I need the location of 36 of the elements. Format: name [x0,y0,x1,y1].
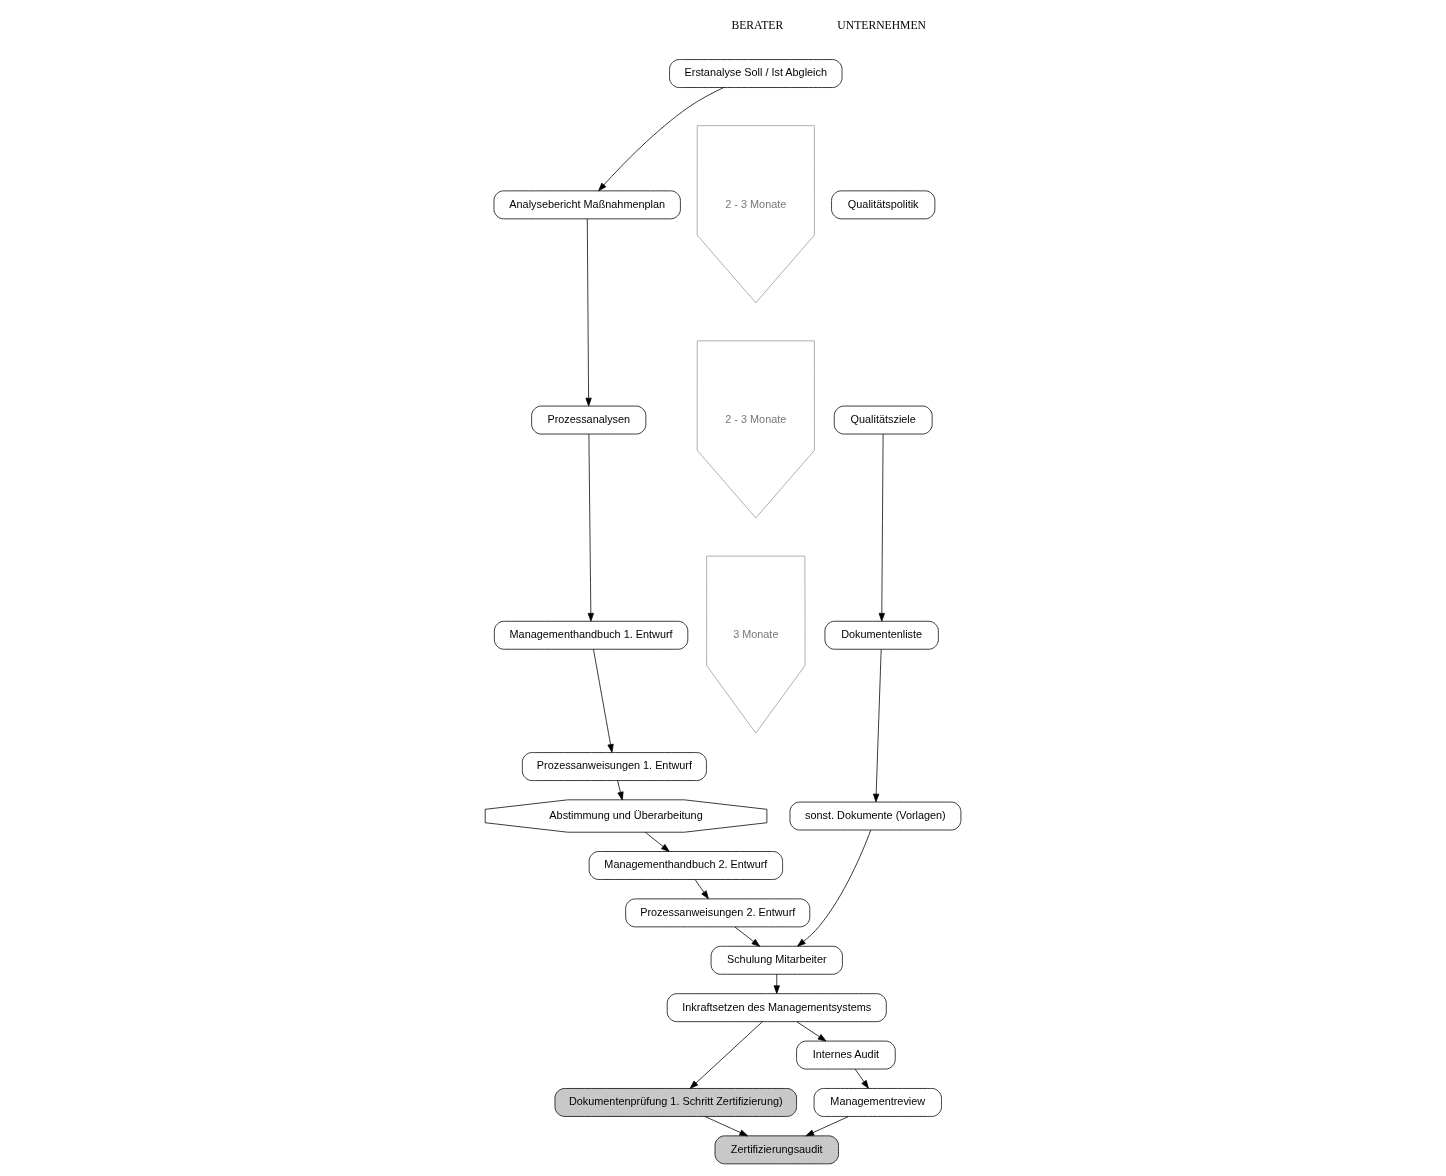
arrow [617,780,624,801]
node-box: sonst. Dokumente (Vorlagen) [789,801,962,831]
node-box: Analysebericht Maßnahmenplan [493,190,681,220]
node-box: Erstanalyse Soll / Ist Abgleich [669,59,843,88]
node-box: Dokumentenprüfung 1. Schritt Zertifizierung) [554,1088,797,1117]
arrow [585,218,592,407]
node-box: Inkraftsetzen des Managementsystems [666,993,887,1023]
arrow [587,433,594,622]
node-box: Prozessanweisungen 2. Entwurf [625,898,811,928]
node-box: Prozessanweisungen 1. Entwurf [521,752,707,781]
arrow [805,1116,849,1137]
node-box: Managementhandbuch 2. Entwurf [588,851,783,880]
node-box: Managementhandbuch 1. Entwurf [493,620,689,650]
arrow [694,879,709,900]
arrow [797,829,872,947]
node-box: Dokumentenliste [824,620,939,650]
arrow [773,973,780,994]
arrow [704,1116,748,1137]
arrow [593,649,614,753]
node-box: Managementreview [813,1088,942,1117]
arrow [854,1068,869,1089]
arrow [598,87,725,192]
arrow [644,831,670,852]
node-box: Qualitätsziele [833,405,933,435]
arrow [878,433,885,622]
node-box: Qualitätspolitik [831,190,936,220]
label: UNTERNEHMEN [837,18,926,32]
arrow [796,1021,827,1042]
node-box: Prozessanalysen [531,405,647,435]
arrow [873,649,882,803]
label: BERATER [731,18,784,32]
node-box: Zertifizierungsaudit [714,1135,839,1165]
arrow [734,926,761,947]
arrow [689,1021,763,1089]
node-box: Internes Audit [796,1040,896,1070]
node-box: Schulung Mitarbeiter [710,945,843,975]
